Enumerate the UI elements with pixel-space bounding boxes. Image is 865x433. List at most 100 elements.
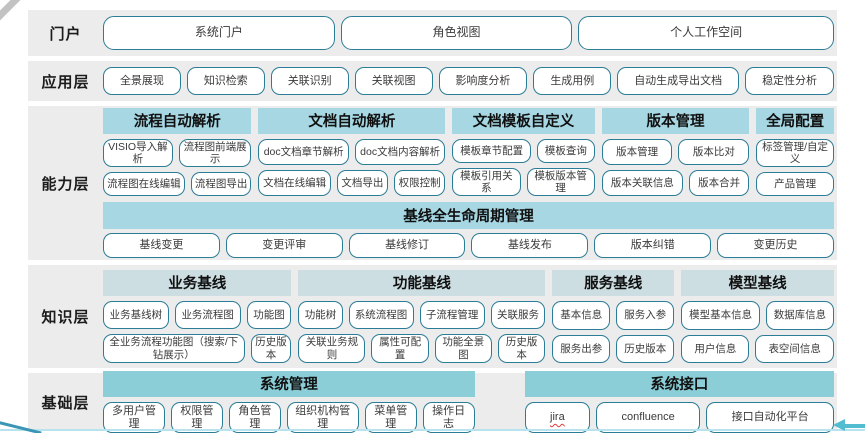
item-button-功能树[interactable]: 功能树 xyxy=(298,301,343,330)
group-header-系统管理: 系统管理 xyxy=(103,370,475,397)
slide-corner-decoration xyxy=(0,0,24,23)
item-button-流程图导出[interactable]: 流程图导出 xyxy=(190,172,252,197)
item-button-VISIO导入解析[interactable]: VISIO导入解析 xyxy=(103,138,173,168)
group-header-模型基线: 模型基线 xyxy=(681,270,834,297)
group-capability-3: 版本管理版本管理版本比对版本关联信息版本合并 xyxy=(601,107,750,197)
layer-band-application: 应用层全景展现知识检索关联识别关联视图影响度分析生成用例自动生成导出文档稳定性分… xyxy=(28,61,837,101)
item-button-模板查询[interactable]: 模板查询 xyxy=(537,138,595,163)
item-button-功能全景图[interactable]: 功能全景图 xyxy=(434,334,492,363)
item-button-版本管理[interactable]: 版本管理 xyxy=(601,138,673,165)
item-button-系统流程图[interactable]: 系统流程图 xyxy=(348,301,414,330)
item-button-文档导出[interactable]: 文档导出 xyxy=(336,170,389,197)
item-button-基线修订[interactable]: 基线修订 xyxy=(348,233,466,259)
group-header-全局配置: 全局配置 xyxy=(756,107,834,134)
button-row: 版本关联信息版本合并 xyxy=(601,170,750,197)
item-button-表空间信息[interactable]: 表空间信息 xyxy=(755,334,834,363)
item-button-流程图在线编辑[interactable]: 流程图在线编辑 xyxy=(103,172,185,197)
item-button-模板引用关系[interactable]: 模板引用关系 xyxy=(452,167,521,197)
item-button-多用户管理[interactable]: 多用户管理 xyxy=(103,401,165,433)
architecture-diagram: 门户系统门户角色视图个人工作空间应用层全景展现知识检索关联识别关联视图影响度分析… xyxy=(28,10,837,433)
item-button-子流程管理[interactable]: 子流程管理 xyxy=(419,301,485,330)
bottom-accent-line xyxy=(0,428,865,431)
group-header-业务基线: 业务基线 xyxy=(103,270,292,297)
button-row: 服务出参历史版本 xyxy=(552,334,675,363)
item-button-doc文档章节解析[interactable]: doc文档章节解析 xyxy=(258,138,349,165)
left-arrow-icon xyxy=(833,419,865,432)
item-button-版本合并[interactable]: 版本合并 xyxy=(688,170,750,197)
item-button-个人工作空间[interactable]: 个人工作空间 xyxy=(578,16,835,50)
group-header-文档模板自定义: 文档模板自定义 xyxy=(452,107,595,134)
item-button-变更评审[interactable]: 变更评审 xyxy=(225,233,343,259)
item-button-属性可配置[interactable]: 属性可配置 xyxy=(371,334,429,363)
item-button-关联视图[interactable]: 关联视图 xyxy=(354,67,433,95)
group-knowledge-2: 服务基线基本信息服务入参服务出参历史版本 xyxy=(552,270,675,363)
layer-content-knowledge: 业务基线业务基线树业务流程图功能图全业务流程功能图（搜索/下钻展示）历史版本功能… xyxy=(103,270,834,363)
item-button-产品管理[interactable]: 产品管理 xyxy=(756,172,834,197)
button-row: 版本管理版本比对 xyxy=(601,138,750,165)
button-row: 流程图在线编辑流程图导出 xyxy=(103,172,252,197)
arrow-tail xyxy=(843,424,865,428)
item-button-角色视图[interactable]: 角色视图 xyxy=(340,16,573,50)
layer-band-portal: 门户系统门户角色视图个人工作空间 xyxy=(28,10,837,56)
item-button-confluence[interactable]: confluence xyxy=(596,401,701,433)
button-row: 系统门户角色视图个人工作空间 xyxy=(103,16,835,50)
item-button-操作日志[interactable]: 操作日志 xyxy=(422,401,475,433)
item-button-功能图[interactable]: 功能图 xyxy=(246,301,292,330)
item-button-标签管理/自定义[interactable]: 标签管理/自定义 xyxy=(756,138,834,168)
button-row: 模板章节配置模板查询 xyxy=(452,138,595,163)
item-button-模板章节配置[interactable]: 模板章节配置 xyxy=(452,138,532,163)
item-button-业务基线树[interactable]: 业务基线树 xyxy=(103,301,169,330)
item-button-接口自动化平台[interactable]: 接口自动化平台 xyxy=(706,401,834,433)
button-row: VISIO导入解析流程图前端展示 xyxy=(103,138,252,168)
item-button-文档在线编辑[interactable]: 文档在线编辑 xyxy=(258,170,331,197)
item-button-业务流程图[interactable]: 业务流程图 xyxy=(174,301,241,330)
item-button-影响度分析[interactable]: 影响度分析 xyxy=(438,67,528,95)
layer-band-knowledge: 知识层业务基线业务基线树业务流程图功能图全业务流程功能图（搜索/下钻展示）历史版… xyxy=(28,265,837,368)
item-button-全景展现[interactable]: 全景展现 xyxy=(103,67,181,95)
item-button-自动生成导出文档[interactable]: 自动生成导出文档 xyxy=(617,67,740,95)
button-row: 基本信息服务入参 xyxy=(552,301,675,330)
item-button-服务入参[interactable]: 服务入参 xyxy=(616,301,675,330)
item-button-历史版本[interactable]: 历史版本 xyxy=(497,334,546,363)
layer-label-application: 应用层 xyxy=(41,73,90,91)
group-header-服务基线: 服务基线 xyxy=(552,270,675,297)
button-row: 全景展现知识检索关联识别关联视图影响度分析生成用例自动生成导出文档稳定性分析 xyxy=(103,67,834,95)
item-button-版本比对[interactable]: 版本比对 xyxy=(678,138,750,165)
item-button-流程图前端展示[interactable]: 流程图前端展示 xyxy=(178,138,252,168)
arrow-head-icon xyxy=(833,419,845,431)
item-button-关联识别[interactable]: 关联识别 xyxy=(270,67,349,95)
item-button-用户信息[interactable]: 用户信息 xyxy=(681,334,750,363)
item-button-基本信息[interactable]: 基本信息 xyxy=(552,301,611,330)
item-button-jira[interactable]: jira xyxy=(524,401,591,433)
item-button-基线变更[interactable]: 基线变更 xyxy=(103,233,220,259)
item-button-版本关联信息[interactable]: 版本关联信息 xyxy=(601,170,683,197)
item-button-服务出参[interactable]: 服务出参 xyxy=(552,334,611,363)
item-button-版本纠错[interactable]: 版本纠错 xyxy=(594,233,712,259)
item-button-数据库信息[interactable]: 数据库信息 xyxy=(765,301,834,330)
item-button-稳定性分析[interactable]: 稳定性分析 xyxy=(745,67,834,95)
item-button-菜单管理[interactable]: 菜单管理 xyxy=(364,401,417,433)
item-button-权限控制[interactable]: 权限控制 xyxy=(394,170,446,197)
item-button-生成用例[interactable]: 生成用例 xyxy=(533,67,612,95)
item-button-模板版本管理[interactable]: 模板版本管理 xyxy=(526,167,595,197)
item-button-全业务流程功能图（搜索/下钻展示）[interactable]: 全业务流程功能图（搜索/下钻展示） xyxy=(103,334,245,363)
item-button-模型基本信息[interactable]: 模型基本信息 xyxy=(681,301,760,330)
item-button-知识检索[interactable]: 知识检索 xyxy=(186,67,265,95)
item-button-变更历史[interactable]: 变更历史 xyxy=(717,233,834,259)
item-button-系统门户[interactable]: 系统门户 xyxy=(103,16,335,50)
item-button-历史版本[interactable]: 历史版本 xyxy=(616,334,675,363)
baseline-banner: 基线全生命周期管理 xyxy=(103,202,834,230)
button-row: 全业务流程功能图（搜索/下钻展示）历史版本 xyxy=(103,334,292,363)
item-button-关联服务[interactable]: 关联服务 xyxy=(490,301,546,330)
layer-content-portal: 系统门户角色视图个人工作空间 xyxy=(103,16,835,50)
button-row: 模板引用关系模板版本管理 xyxy=(452,167,595,197)
item-button-历史版本[interactable]: 历史版本 xyxy=(250,334,292,363)
item-button-基线发布[interactable]: 基线发布 xyxy=(471,233,589,259)
item-button-关联业务规则[interactable]: 关联业务规则 xyxy=(298,334,366,363)
item-button-doc文档内容解析[interactable]: doc文档内容解析 xyxy=(354,138,446,165)
